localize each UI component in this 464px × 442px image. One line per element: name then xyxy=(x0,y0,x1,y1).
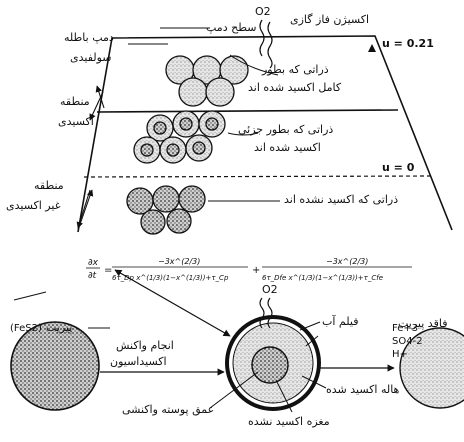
oxidation-boundary-line xyxy=(97,110,398,112)
svg-text:∂x: ∂x xyxy=(88,258,99,268)
unoxidized-label: ذراتی که اکسید نشده اند xyxy=(284,194,398,206)
reaction-label-line2: اکسیداسیون xyxy=(110,356,167,368)
u-top-label: u = 0.21 xyxy=(382,38,434,50)
reaction-depth-label: عمق پوسته واکنشی xyxy=(122,404,214,416)
waste-dump-label-line2: سولفیدی xyxy=(70,52,112,64)
fully-oxidized-label-line1: ذراتی که بطور xyxy=(262,64,329,76)
oxidized-halo-label: هاله اکسید شده xyxy=(326,384,399,396)
reacting-particle xyxy=(227,317,319,409)
water-film-label: فیلم آب xyxy=(322,316,358,328)
partially-oxidized-label-line2: اکسید شده اند xyxy=(254,142,321,154)
svg-text:6τ_Dfe x^(1/3)(1−x^(1/3))+τ_Cf: 6τ_Dfe x^(1/3)(1−x^(1/3))+τ_Cfe xyxy=(262,274,383,282)
ion-so4: SO4-2 xyxy=(392,336,423,348)
waste-dump-label-line1: دمپ باطله xyxy=(64,32,114,44)
svg-text:∂t: ∂t xyxy=(88,271,97,281)
svg-text:+: + xyxy=(252,265,260,276)
non-oxidized-zone-label-line1: منطقه xyxy=(34,180,64,192)
dump-surface-label: سطح دمپ xyxy=(206,22,256,34)
pyrite-free-label: فاقد پیریت xyxy=(398,318,447,330)
ion-h: H+ xyxy=(392,349,408,361)
left-tick xyxy=(14,292,46,300)
pyrite-formula: (FeS2) xyxy=(10,323,42,335)
fully-oxidized-label-line2: کامل اکسید شده اند xyxy=(248,82,341,94)
svg-text:−3x^(2/3): −3x^(2/3) xyxy=(158,257,200,266)
oxygen-label-bottom: O2 xyxy=(262,284,278,296)
non-oxidized-zone-label-line2: غیر اکسیدی xyxy=(6,200,60,212)
reaction-label-line1: انجام واکنش xyxy=(116,340,174,352)
fully-oxidized-particles xyxy=(166,56,248,106)
unoxidized-particles xyxy=(127,186,205,234)
oxygen-label-top: O2 xyxy=(255,6,271,18)
pyrite-label: پیریت xyxy=(46,322,72,334)
oxidized-zone-label-line1: منطقه xyxy=(60,96,90,108)
gas-oxygen-label: اکسیژن فاز گازی xyxy=(290,14,369,26)
level-marker-icon xyxy=(368,44,376,52)
u-zero-line xyxy=(84,176,432,177)
pyrite-particle xyxy=(11,322,99,410)
u-zero-label: u = 0 xyxy=(382,162,414,174)
partially-oxidized-label-line1: ذراتی که بطور جزئی xyxy=(238,124,333,136)
partially-oxidized-particles xyxy=(134,111,225,163)
rate-equation: ∂x ∂t = −3x^(2/3) 6τ_Dp x^(1/3)(1−x^(1/3… xyxy=(86,257,412,282)
oxygen-diffusion-arrows xyxy=(260,20,272,68)
unoxidized-core-label: مغزه اکسید نشده xyxy=(248,416,330,428)
svg-text:−3x^(2/3): −3x^(2/3) xyxy=(326,257,368,266)
oxidized-zone-label-line2: اکسیدی xyxy=(58,116,94,128)
